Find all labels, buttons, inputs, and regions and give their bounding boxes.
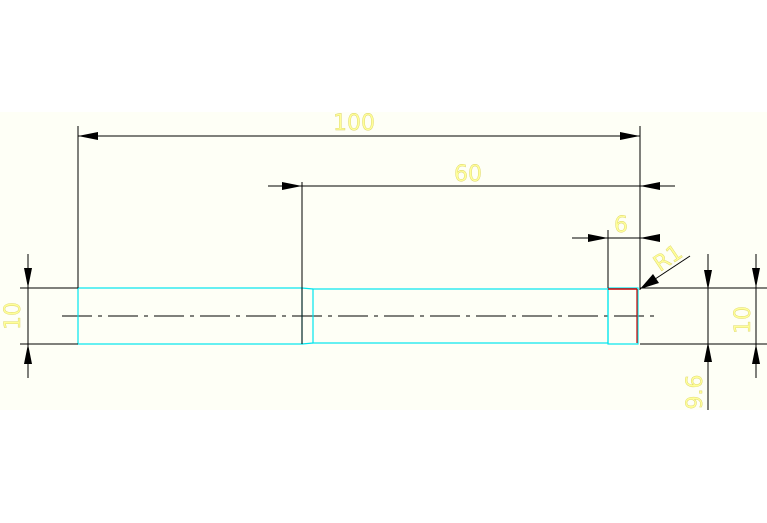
arrow-r1 [640, 274, 659, 289]
shaft-step-line [301, 287, 314, 290]
dim-right-10-label: 10 [731, 306, 756, 334]
arrow-right10-bottom [752, 344, 760, 364]
arrow-60-left [282, 182, 302, 190]
drawing-area [0, 112, 767, 410]
arrow-9-6-top [704, 270, 712, 290]
arrow-9-6-bottom [704, 342, 712, 362]
dim-6-label: 6 [614, 213, 628, 238]
arrow-6-right [640, 234, 660, 242]
arrowheads [24, 132, 760, 364]
arrow-left10-bottom [24, 344, 32, 364]
arrow-100-right [620, 132, 640, 140]
dim-100-label: 100 [333, 111, 375, 136]
shaft-right-section [607, 287, 639, 345]
arrow-100-left [78, 132, 98, 140]
dim-left-10-label: 10 [1, 302, 26, 330]
dim-9-6-label: 9.6 [683, 375, 708, 410]
arrow-right10-top [752, 268, 760, 288]
dim-60-label: 60 [454, 162, 482, 187]
arrow-60-right [640, 182, 660, 190]
shaft-step-line-bottom [301, 342, 314, 345]
arrow-6-left [588, 234, 608, 242]
arrow-left10-top [24, 268, 32, 288]
